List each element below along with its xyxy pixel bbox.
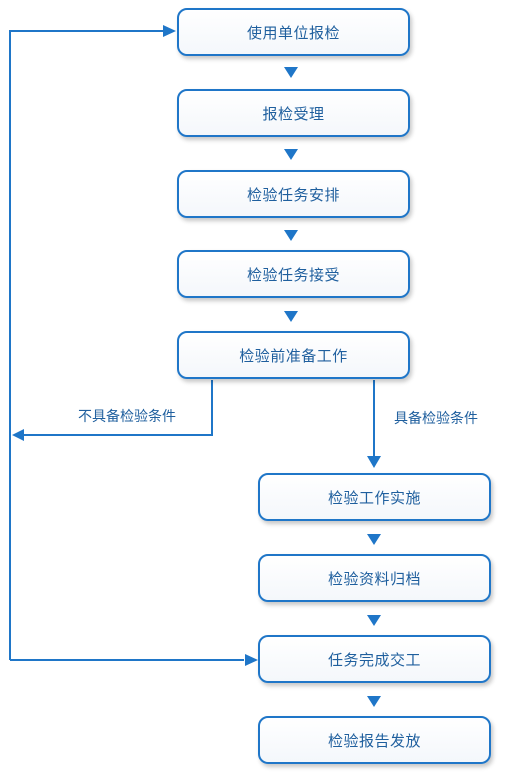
- step-task-arrangement: 检验任务安排: [177, 170, 410, 218]
- loop-back-line-top: [9, 30, 164, 660]
- label-ready: 具备检验条件: [394, 411, 478, 427]
- arrow-down-4: [284, 311, 298, 322]
- step-inspection-implementation: 检验工作实施: [258, 473, 491, 521]
- arrow-down-2: [284, 149, 298, 160]
- step-report-acceptance: 报检受理: [177, 89, 410, 137]
- arrow-down-1: [284, 67, 298, 78]
- ready-branch-arrowhead: [367, 456, 381, 468]
- loop-bottom-arrowhead: [245, 654, 258, 666]
- step-report-inspection: 使用单位报检: [177, 8, 410, 56]
- not-ready-branch-line: [22, 380, 213, 436]
- step-pre-inspection-prep: 检验前准备工作: [177, 331, 410, 379]
- step-task-acceptance: 检验任务接受: [177, 250, 410, 298]
- step-document-archiving: 检验资料归档: [258, 554, 491, 602]
- loop-top-arrowhead: [163, 25, 176, 37]
- step-task-completion: 任务完成交工: [258, 635, 491, 683]
- label-not-ready: 不具备检验条件: [78, 409, 176, 425]
- arrow-down-5: [367, 534, 381, 545]
- step-report-issuance: 检验报告发放: [258, 716, 491, 764]
- arrow-down-3: [284, 230, 298, 241]
- arrow-down-6: [367, 615, 381, 626]
- not-ready-arrowhead: [12, 429, 24, 441]
- arrow-down-7: [367, 696, 381, 707]
